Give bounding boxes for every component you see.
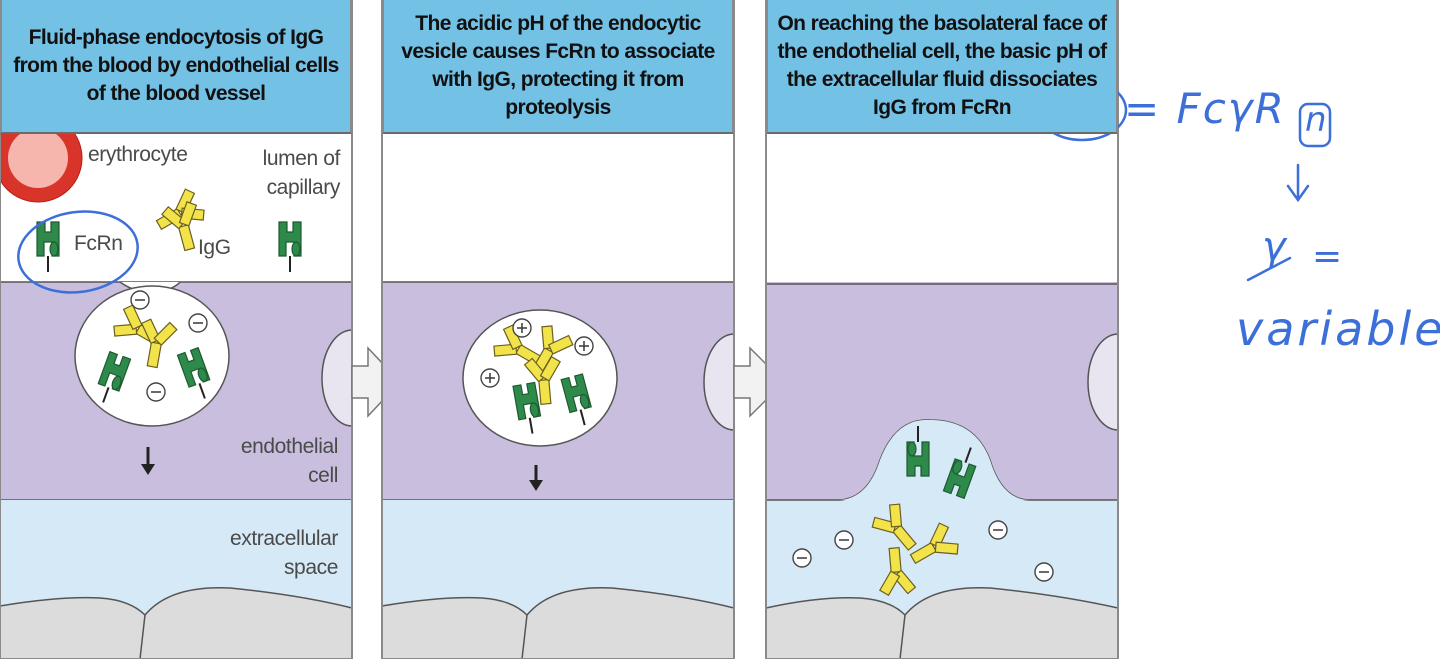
handwritten-boxed-letter: n xyxy=(1305,100,1327,140)
fcrn-circle-panel1 xyxy=(17,210,139,294)
panel-1-caption: Fluid-phase endocytosis of IgG from the … xyxy=(13,26,339,105)
fcrn-label: FcRn xyxy=(74,232,123,255)
extracellular-label-line1: extracellular xyxy=(229,527,338,550)
down-arrow-stroke xyxy=(1286,163,1310,203)
handwritten-variable: variable xyxy=(1236,302,1440,356)
handwritten-annotation xyxy=(17,78,1332,294)
erythrocyte xyxy=(0,113,83,203)
panel-3 xyxy=(765,0,1119,659)
lumen-label-line1: lumen of xyxy=(262,147,341,170)
panel-3-caption: On reaching the basolateral face of the … xyxy=(777,12,1107,119)
boxed-letter-frame xyxy=(1298,102,1332,148)
extracellular-label-line2: space xyxy=(283,556,338,579)
handwritten-equation: = FcγR xyxy=(1124,84,1286,133)
erythrocyte-label: erythrocyte xyxy=(88,143,188,166)
endothelial-label-line2: cell xyxy=(308,464,338,487)
handwritten-equals: = xyxy=(1312,236,1343,277)
igg-label: IgG xyxy=(198,236,231,259)
panel-1-header: Fluid-phase endocytosis of IgG from the … xyxy=(0,0,352,134)
endothelial-label-line1: endothelial xyxy=(240,435,339,458)
panel-2-header: The acidic pH of the endocytic vesicle c… xyxy=(382,0,734,134)
panel-3-header: On reaching the basolateral face of the … xyxy=(766,0,1118,134)
handwritten-gamma: γ xyxy=(1262,224,1286,270)
panel-1 xyxy=(0,0,353,659)
lumen-label-line2: capillary xyxy=(266,176,341,199)
gamma-underline xyxy=(1246,256,1292,282)
panel-2 xyxy=(381,0,735,659)
panel-2-caption: The acidic pH of the endocytic vesicle c… xyxy=(401,12,715,119)
